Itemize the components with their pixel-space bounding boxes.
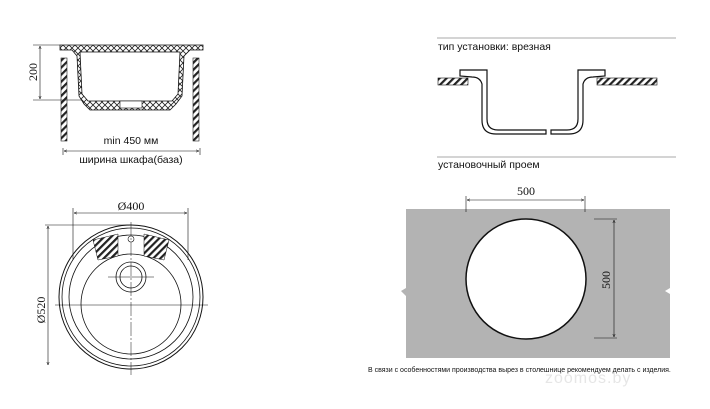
side-view: 200 min 450 мм ширина шкафа(база)	[26, 44, 204, 166]
cabinet-wall-left	[60, 57, 68, 142]
cutout-circle	[465, 218, 587, 340]
cutout-section: установочный проем 500 500	[401, 156, 676, 358]
cutout-label: установочный проем	[438, 159, 540, 171]
outer-diameter-label: Ø520	[34, 297, 48, 324]
cabinet-width-label: ширина шкафа(база)	[79, 154, 182, 166]
footnote: В связи с особенностями производства выр…	[368, 366, 671, 374]
watermark: zoomos.by	[545, 370, 631, 387]
min-width-label: min 450 мм	[104, 135, 159, 147]
install-type-label: тип установки: врезная	[438, 41, 551, 53]
cabinet-wall-right	[192, 57, 200, 142]
top-view: Ø400 Ø520	[34, 199, 208, 375]
install-type-section: тип установки: врезная	[437, 37, 676, 135]
cutout-width-dim: 500	[517, 184, 535, 198]
bowl-diameter-label: Ø400	[118, 199, 145, 213]
countertop-right	[596, 77, 658, 86]
cutout-height-dim: 500	[599, 271, 613, 289]
height-dimension: 200	[26, 63, 40, 81]
countertop-left	[437, 77, 469, 86]
